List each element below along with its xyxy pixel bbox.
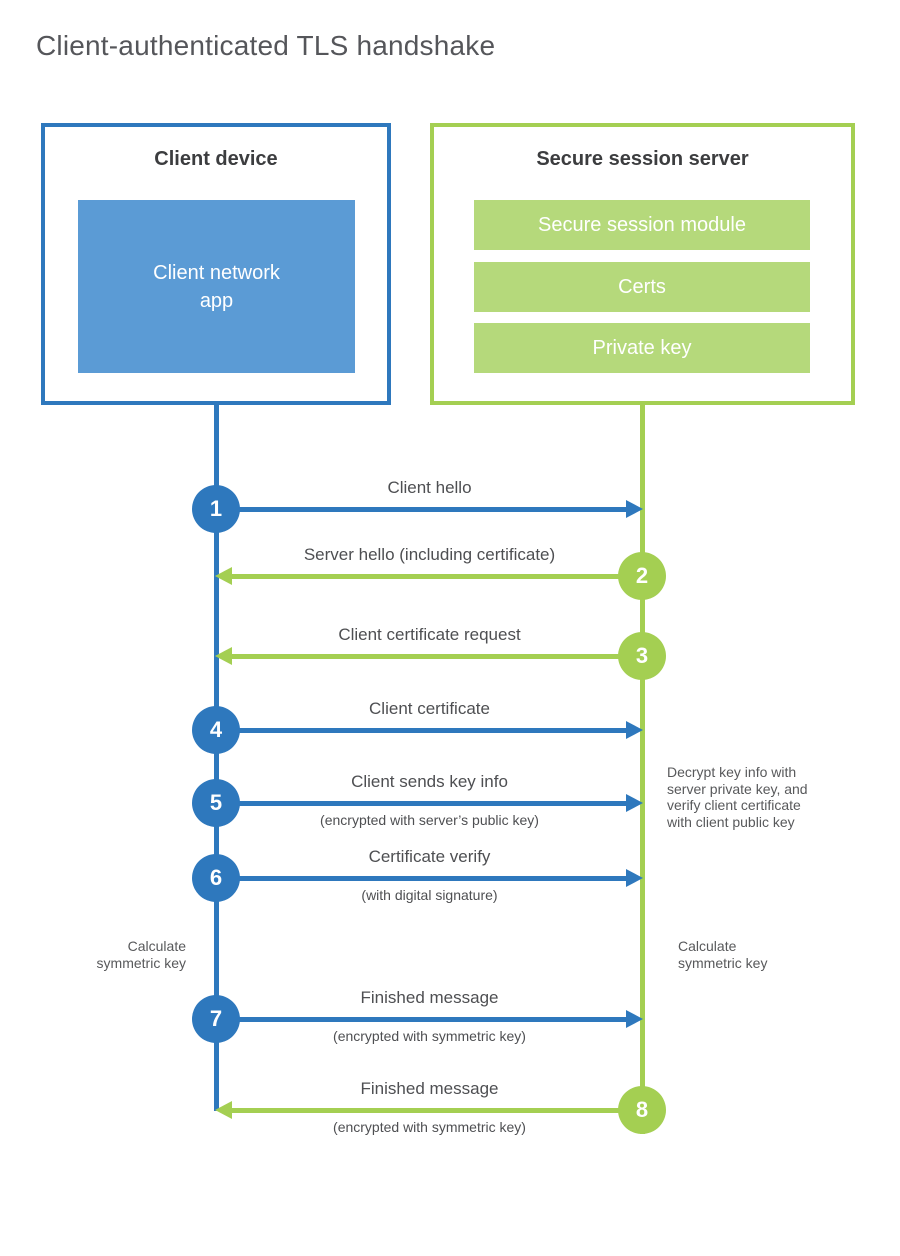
- client-calculate-key-note: Calculate symmetric key: [96, 938, 186, 971]
- step-1-badge: 1: [192, 485, 240, 533]
- page-title: Client-authenticated TLS handshake: [36, 30, 496, 61]
- server-calculate-key-note: Calculate symmetric key: [678, 938, 768, 971]
- message-8-label: Finished message: [360, 1079, 499, 1098]
- message-8-arrow-line: [232, 1108, 642, 1113]
- message-6-sublabel: (with digital signature): [361, 887, 498, 903]
- message-6-label: Certificate verify: [368, 847, 491, 866]
- server-lifeline: [640, 405, 645, 1134]
- message-5-label: Client sends key info: [351, 772, 508, 791]
- secure-session-server-title: Secure session server: [536, 148, 749, 170]
- server-module-bar: Secure session module: [474, 200, 810, 250]
- step-6-badge: 6: [192, 854, 240, 902]
- step-3-badge: 3: [618, 632, 666, 680]
- message-5-sublabel: (encrypted with server’s public key): [320, 812, 539, 828]
- message-4-label: Client certificate: [369, 699, 490, 718]
- message-3-arrowhead-left-icon: [215, 647, 232, 665]
- message-2-arrowhead-left-icon: [215, 567, 232, 585]
- message-7-arrow-line: [216, 1017, 628, 1022]
- message-2-arrow-line: [232, 574, 642, 579]
- server-private-key-bar: Private key: [474, 323, 810, 373]
- message-8-sublabel: (encrypted with symmetric key): [333, 1119, 526, 1135]
- step-4-badge: 4: [192, 706, 240, 754]
- message-6-arrow-line: [216, 876, 628, 881]
- message-6-arrowhead-right-icon: [626, 869, 643, 887]
- message-3-label: Client certificate request: [338, 625, 521, 644]
- client-device-title: Client device: [154, 148, 278, 170]
- message-1-arrow-line: [216, 507, 628, 512]
- server-certs-bar: Certs: [474, 262, 810, 312]
- message-1-arrowhead-right-icon: [626, 500, 643, 518]
- step-5-badge: 5: [192, 779, 240, 827]
- message-7-sublabel: (encrypted with symmetric key): [333, 1028, 526, 1044]
- message-2-label: Server hello (including certificate): [303, 545, 556, 564]
- step-2-badge: 2: [618, 552, 666, 600]
- client-network-app-box: Client network app: [78, 200, 355, 373]
- message-3-arrow-line: [232, 654, 642, 659]
- message-7-arrowhead-right-icon: [626, 1010, 643, 1028]
- message-5-arrowhead-right-icon: [626, 794, 643, 812]
- client-lifeline: [214, 405, 219, 1111]
- message-7-label: Finished message: [360, 988, 499, 1007]
- message-1-label: Client hello: [387, 478, 472, 497]
- server-decrypt-note: Decrypt key info with server private key…: [667, 764, 808, 830]
- message-8-arrowhead-left-icon: [215, 1101, 232, 1119]
- step-8-badge: 8: [618, 1086, 666, 1134]
- step-7-badge: 7: [192, 995, 240, 1043]
- message-5-arrow-line: [216, 801, 628, 806]
- message-4-arrow-line: [216, 728, 628, 733]
- message-4-arrowhead-right-icon: [626, 721, 643, 739]
